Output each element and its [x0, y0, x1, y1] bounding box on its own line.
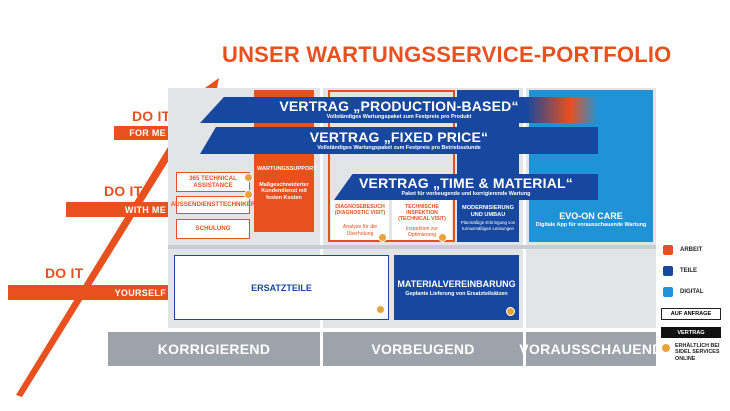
legend-teile: TEILE [680, 268, 698, 274]
band-production-based-subtitle: Vollständiges Wartungspaket zum Festprei… [326, 114, 472, 121]
diagnose-title: DIAGNOSEBESUCH (DIAGNOSTIC VISIT) [334, 204, 386, 217]
modernisierung-text: Planmäßige Erbringung von turnusmäßigen … [460, 220, 516, 231]
material-text: Geplante Lieferung von Ersatzteilsätzen [405, 290, 508, 297]
item-schulung: SCHULUNG [176, 219, 250, 239]
band-production-based: VERTRAG „PRODUCTION-BASED“ Vollständiges… [200, 97, 598, 123]
online-badge-icon [378, 233, 387, 242]
modernisierung: MODERNISIERUNG UND UMBAU Planmäßige Erbr… [458, 205, 518, 231]
evo-title: EVO-ON CARE [559, 211, 623, 221]
online-badge-icon [244, 173, 253, 182]
column-vorausschauend: VORAUSSCHAUEND [519, 332, 662, 366]
column-vorbeugend: VORBEUGEND [323, 332, 523, 366]
evo-on-care: EVO-ON CARE Digitale App für vorausschau… [531, 211, 651, 228]
item-365-technical-assistance: 365 TECHNICAL ASSISTANCE [176, 172, 250, 192]
legend-digital: DIGITAL [680, 289, 704, 295]
evo-text: Digitale App für vorausschauende Wartung [535, 222, 647, 228]
modernisierung-title: MODERNISIERUNG UND UMBAU [462, 205, 514, 218]
legend-arbeit-swatch [663, 245, 673, 255]
band-time-material-subtitle: Paket für vorbeugende und korrigierende … [401, 191, 531, 198]
band-fixed-price: VERTRAG „FIXED PRICE“ Vollständiges Wart… [200, 127, 598, 154]
band-time-material: VERTRAG „TIME & MATERIAL“ Paket für vorb… [334, 174, 598, 200]
level-yourself-label: YOURSELF [8, 285, 174, 300]
materialvereinbarung-box: MATERIALVEREINBARUNG Geplante Lieferung … [394, 255, 519, 320]
legend-vertrag: VERTRAG [661, 327, 721, 338]
item-aussendiensttechniker: AUSSENDIENSTTECHNIKER [171, 196, 255, 214]
page-title: UNSER WARTUNGSSERVICE-PORTFOLIO [222, 42, 672, 67]
online-badge-icon [438, 233, 447, 242]
level-yourself-doit: DO IT [45, 265, 84, 281]
inspektion-title: TECHNISCHE INSPEKTION (TECHNICAL VISIT) [398, 204, 446, 223]
wartungssupport-text: Maßgeschneiderter Kundendienst mit feste… [259, 182, 309, 201]
row-divider [168, 245, 656, 249]
legend-auf-anfrage: AUF ANFRAGE [661, 308, 721, 320]
level-for-me-label: FOR ME [114, 126, 174, 140]
band-fixed-price-subtitle: Vollständiges Wartungspaket zum Festprei… [317, 144, 481, 151]
legend-online-icon [661, 343, 671, 353]
level-with-me-label: WITH ME [66, 202, 174, 217]
material-title: MATERIALVEREINBARUNG [397, 278, 516, 289]
legend-teile-swatch [663, 266, 673, 276]
legend-arbeit: ARBEIT [680, 247, 703, 253]
legend-digital-swatch [663, 287, 673, 297]
diagnose-text: Analyse für die Überholung [342, 224, 378, 237]
vorbeugend-frame [328, 90, 455, 242]
ersatzteile-box: ERSATZTEILE [174, 255, 389, 320]
online-badge-icon [376, 305, 385, 314]
level-with-me-doit: DO IT [104, 183, 143, 199]
online-badge-icon [244, 190, 253, 199]
level-for-me-doit: DO IT [132, 108, 171, 124]
column-korrigierend: KORRIGIEREND [108, 332, 320, 366]
band-production-based-title: VERTRAG „PRODUCTION-BASED“ [279, 98, 519, 115]
inspektion-text: Inspektion zur Optimierung [405, 225, 439, 238]
band-time-material-title: VERTRAG „TIME & MATERIAL“ [359, 175, 573, 192]
legend-online: ERHÄLTLICH BEI SIDEL SERVICES ONLINE [675, 343, 720, 362]
wartungssupport: WARTUNGSSUPPORT Maßgeschneiderter Kunden… [257, 166, 317, 230]
wartungssupport-title: WARTUNGSSUPPORT [257, 166, 317, 172]
online-badge-icon [506, 307, 515, 316]
band-fixed-price-title: VERTRAG „FIXED PRICE“ [309, 128, 489, 145]
